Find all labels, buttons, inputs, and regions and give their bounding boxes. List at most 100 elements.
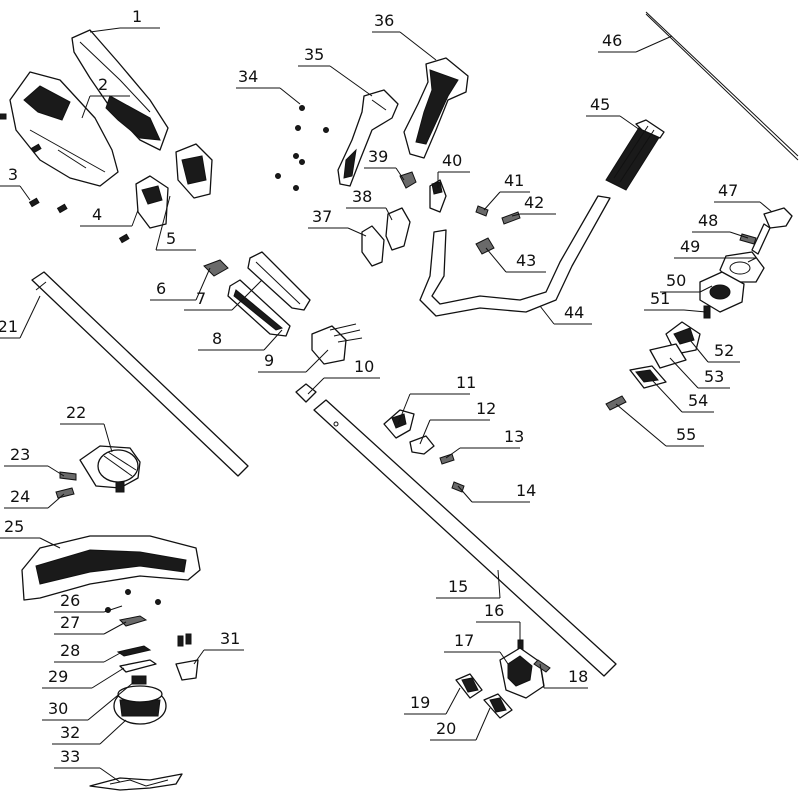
callout-leader-2 xyxy=(81,95,91,119)
callout-leader-19 xyxy=(445,687,461,715)
callout-number-27: 27 xyxy=(60,613,80,632)
callout-leader-14 xyxy=(457,485,473,503)
part-13-screw xyxy=(439,453,455,465)
callout-leader-48 xyxy=(729,231,749,239)
callout-number-37: 37 xyxy=(312,207,332,226)
callout-number-36: 36 xyxy=(374,11,394,30)
part-32-spool xyxy=(113,685,167,725)
callout-number-3: 3 xyxy=(8,165,18,184)
callout-number-18: 18 xyxy=(568,667,588,686)
callout-leader-24 xyxy=(47,493,65,509)
part-10-wire-cap xyxy=(295,383,317,403)
callout-leader-30 xyxy=(87,681,135,721)
callout-leader-53 xyxy=(669,357,699,389)
callout-number-45: 45 xyxy=(590,95,610,114)
part-42-screw xyxy=(501,211,521,225)
part-50-clamp-base xyxy=(699,271,745,313)
callout-number-25: 25 xyxy=(4,517,24,536)
callout-leader-47 xyxy=(759,201,773,213)
callout-number-14: 14 xyxy=(516,481,536,500)
callout-number-46: 46 xyxy=(602,31,622,50)
callout-leader-25 xyxy=(39,537,61,549)
part-36-handle-right xyxy=(403,57,469,159)
callout-number-41: 41 xyxy=(504,171,524,190)
callout-number-16: 16 xyxy=(484,601,504,620)
callout-leader-46 xyxy=(635,35,673,53)
part-43-nut xyxy=(475,237,495,255)
part-15-upper-tube xyxy=(313,399,617,677)
callout-number-49: 49 xyxy=(680,237,700,256)
callout-number-43: 43 xyxy=(516,251,536,270)
callout-leader-22 xyxy=(103,423,113,453)
callout-leader-35 xyxy=(329,65,373,97)
part-24-screw xyxy=(55,487,75,499)
callout-number-5: 5 xyxy=(166,229,176,248)
callout-number-9: 9 xyxy=(264,351,274,370)
callout-leader-26 xyxy=(103,605,123,613)
part-2-housing-body xyxy=(9,71,119,187)
callout-number-28: 28 xyxy=(60,641,80,660)
callout-number-48: 48 xyxy=(698,211,718,230)
part-6-clip xyxy=(203,259,229,277)
callout-number-12: 12 xyxy=(476,399,496,418)
part-44-handle-bar xyxy=(419,195,611,317)
callout-leader-8 xyxy=(263,329,283,351)
callout-leader-43 xyxy=(485,247,507,273)
part-18-pin xyxy=(533,659,551,673)
callout-number-15: 15 xyxy=(448,577,468,596)
callout-number-22: 22 xyxy=(66,403,86,422)
callout-number-40: 40 xyxy=(442,151,462,170)
part-53-pad xyxy=(649,343,687,369)
callout-leader-51 xyxy=(683,309,707,313)
part-5-switch-cover xyxy=(175,143,213,199)
part-25-guard xyxy=(21,535,201,601)
callout-number-52: 52 xyxy=(714,341,734,360)
part-33-cutting-line xyxy=(89,773,183,791)
callout-leader-6 xyxy=(195,267,211,301)
callout-leader-50 xyxy=(699,285,713,293)
callout-number-1: 1 xyxy=(132,7,142,26)
callout-leader-39 xyxy=(395,167,405,181)
part-38-plate xyxy=(385,207,411,251)
callout-number-32: 32 xyxy=(60,723,80,742)
callout-leader-31 xyxy=(193,649,205,665)
part-20-bolt xyxy=(483,693,513,719)
callout-number-42: 42 xyxy=(524,193,544,212)
callout-leader-23 xyxy=(47,465,65,477)
callout-leader-3 xyxy=(19,185,31,201)
callout-number-38: 38 xyxy=(352,187,372,206)
part-34-screws xyxy=(275,105,329,191)
callout-leader-49 xyxy=(747,257,757,263)
callout-number-44: 44 xyxy=(564,303,584,322)
callout-number-24: 24 xyxy=(10,487,30,506)
callout-leader-15 xyxy=(497,569,501,599)
part-47-knob xyxy=(751,207,793,255)
part-28-spacer xyxy=(116,645,152,657)
callout-number-35: 35 xyxy=(304,45,324,64)
callout-leader-28 xyxy=(103,651,123,663)
part-23-screw xyxy=(59,471,77,481)
part-22-motor-head xyxy=(79,445,141,493)
part-31-bracket xyxy=(175,633,199,681)
callout-number-30: 30 xyxy=(48,699,68,718)
callout-number-26: 26 xyxy=(60,591,80,610)
callout-leader-54 xyxy=(651,379,683,413)
callout-number-54: 54 xyxy=(688,391,708,410)
callout-number-17: 17 xyxy=(454,631,474,650)
callout-leader-33 xyxy=(99,767,121,783)
part-54-plate xyxy=(629,365,667,389)
callout-leader-9 xyxy=(305,349,329,373)
housing-screws xyxy=(0,113,130,244)
callout-leader-4 xyxy=(131,209,139,227)
callout-number-2: 2 xyxy=(98,75,108,94)
callout-number-10: 10 xyxy=(354,357,374,376)
callout-number-4: 4 xyxy=(92,205,102,224)
part-11-clamp xyxy=(383,409,415,439)
part-35-handle-left xyxy=(337,89,399,187)
callout-number-51: 51 xyxy=(650,289,670,308)
callout-leader-13 xyxy=(445,447,461,459)
callout-number-21: 21 xyxy=(0,317,18,336)
callout-number-8: 8 xyxy=(212,329,222,348)
part-4-switch xyxy=(135,175,169,229)
